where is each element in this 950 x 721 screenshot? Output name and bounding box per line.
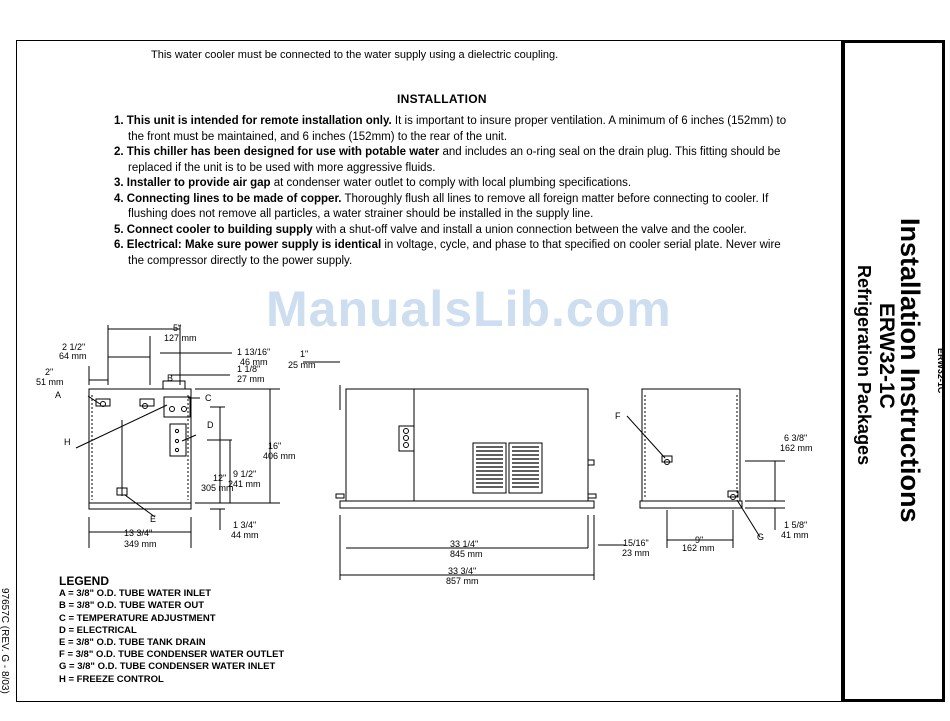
legend-item: H = FREEZE CONTROL [59, 673, 164, 685]
step-bold: 6. Electrical: Make sure power supply is… [114, 239, 382, 251]
step-text: It is important to insure proper ventila… [128, 115, 787, 143]
step-item: 6. Electrical: Make sure power supply is… [114, 238, 794, 269]
callout-f: F [615, 411, 621, 421]
step-text: Thoroughly flush all lines to remove all… [128, 192, 769, 221]
step-bold: 4. Connecting lines to be made of copper… [114, 192, 342, 205]
legend-item: G = 3/8" O.D. TUBE CONDENSER WATER INLET [59, 661, 276, 673]
step-item: 2. This chiller has been designed for us… [114, 145, 794, 176]
step-item: 1. This unit is intended for remote inst… [114, 114, 794, 145]
callout-e: E [150, 514, 156, 524]
dim-41mm: 41 mm [781, 530, 809, 540]
dim-305mm: 305 mm [201, 483, 234, 493]
step-text: at condenser water outlet to comply with… [270, 177, 632, 189]
dim-9-5in: 9 1/2" [233, 469, 256, 479]
dim-406mm: 406 mm [263, 451, 296, 461]
legend-item: F = 3/8" O.D. TUBE CONDENSER WATER OUTLE… [59, 649, 285, 661]
dim-241mm: 241 mm [228, 479, 261, 489]
dim-349mm: 349 mm [124, 539, 157, 549]
dim-845mm: 845 mm [450, 549, 483, 559]
dim-16in: 16" [268, 441, 281, 451]
dim-13-3-4in: 13 3/4" [124, 528, 152, 538]
dim-1-3-4in: 1 3/4" [233, 520, 256, 530]
step-item: 4. Connecting lines to be made of copper… [114, 192, 794, 223]
step-item: 3. Installer to provide air gap at conde… [114, 176, 794, 192]
page-frame [16, 40, 842, 702]
legend-heading: LEGEND [59, 574, 110, 588]
dim-15-16in: 15/16" [623, 538, 649, 548]
dim-1in: 1" [300, 349, 308, 359]
dim-9in: 9" [695, 535, 703, 545]
legend: LEGEND A = 3/8" O.D. TUBE WATER INLET B … [59, 575, 284, 686]
front-view-control [398, 425, 415, 452]
callout-a: A [55, 390, 61, 400]
rear-view-body [641, 388, 741, 502]
intro-text: This water cooler must be connected to t… [151, 49, 559, 61]
dim-1-1-8in: 1 1/8" [237, 364, 260, 374]
dim-33-3-4in: 33 3/4" [448, 566, 476, 576]
front-grille-left [472, 442, 507, 494]
callout-g: G [757, 532, 764, 542]
title-sidebar [842, 40, 945, 702]
side-view-top-fitting [162, 380, 186, 390]
callout-d: D [207, 420, 214, 430]
step-text: in voltage, cycle, and phase to that spe… [128, 239, 781, 267]
control-block [163, 396, 191, 418]
front-view-body [345, 388, 589, 502]
dim-44mm: 44 mm [231, 530, 259, 540]
condenser-inlet-fitting [727, 490, 739, 498]
dim-6-3-8in: 6 3/8" [784, 433, 807, 443]
side-view-base [88, 502, 192, 510]
dim-1-5-8in: 1 5/8" [784, 520, 807, 530]
dim-51mm: 51 mm [36, 377, 64, 387]
front-view-base [339, 500, 595, 509]
dim-27mm: 27 mm [237, 374, 265, 384]
installation-steps: 1. This unit is intended for remote inst… [114, 114, 794, 269]
dim-127mm: 127 mm [164, 333, 197, 343]
dim-64mm: 64 mm [59, 351, 87, 361]
callout-c: C [205, 393, 212, 403]
front-fitting-right [587, 459, 595, 466]
step-bold: 2. This chiller has been designed for us… [114, 146, 440, 158]
dim-857mm: 857 mm [446, 576, 479, 586]
legend-item: C = TEMPERATURE ADJUSTMENT [59, 612, 216, 624]
dim-162mm-a: 162 mm [780, 443, 813, 453]
step-item: 5. Connect cooler to building supply wit… [114, 223, 794, 239]
callout-b: B [167, 373, 173, 383]
dim-2-5in: 2 1/2" [62, 342, 85, 352]
dim-25mm: 25 mm [288, 360, 316, 370]
step-bold: 3. Installer to provide air gap [114, 177, 271, 189]
installation-heading: INSTALLATION [397, 92, 487, 106]
condenser-outlet-fitting [661, 455, 673, 463]
electrical-box [169, 423, 187, 457]
step-text: with a shut-off valve and install a unio… [312, 223, 747, 236]
legend-item: B = 3/8" O.D. TUBE WATER OUT [59, 600, 204, 612]
rear-view-base [639, 500, 743, 509]
dim-5in: 5" [173, 323, 181, 333]
front-fitting-left [335, 493, 345, 499]
dim-12in: 12" [213, 473, 226, 483]
front-grille-right [508, 442, 543, 494]
callout-h: H [64, 437, 71, 447]
dim-33-1-4in: 33 1/4" [450, 539, 478, 549]
legend-item: E = 3/8" O.D. TUBE TANK DRAIN [59, 637, 206, 649]
legend-item: A = 3/8" O.D. TUBE WATER INLET [59, 588, 212, 600]
watermark: ManualsLib.com [266, 281, 672, 337]
step-text: and includes an o-ring seal on the drain… [128, 146, 781, 174]
dim-46mm: 46 mm [240, 357, 268, 367]
front-fitting-right-low [587, 493, 597, 499]
legend-item: D = ELECTRICAL [59, 624, 137, 636]
dim-1-13-16in: 1 13/16" [237, 347, 270, 357]
step-bold: 5. Connect cooler to building supply [114, 223, 313, 236]
dim-2in: 2" [45, 367, 53, 377]
dim-162mm-b: 162 mm [682, 543, 715, 553]
step-bold: 1. This unit is intended for remote inst… [114, 115, 392, 127]
dim-23mm: 23 mm [622, 548, 650, 558]
